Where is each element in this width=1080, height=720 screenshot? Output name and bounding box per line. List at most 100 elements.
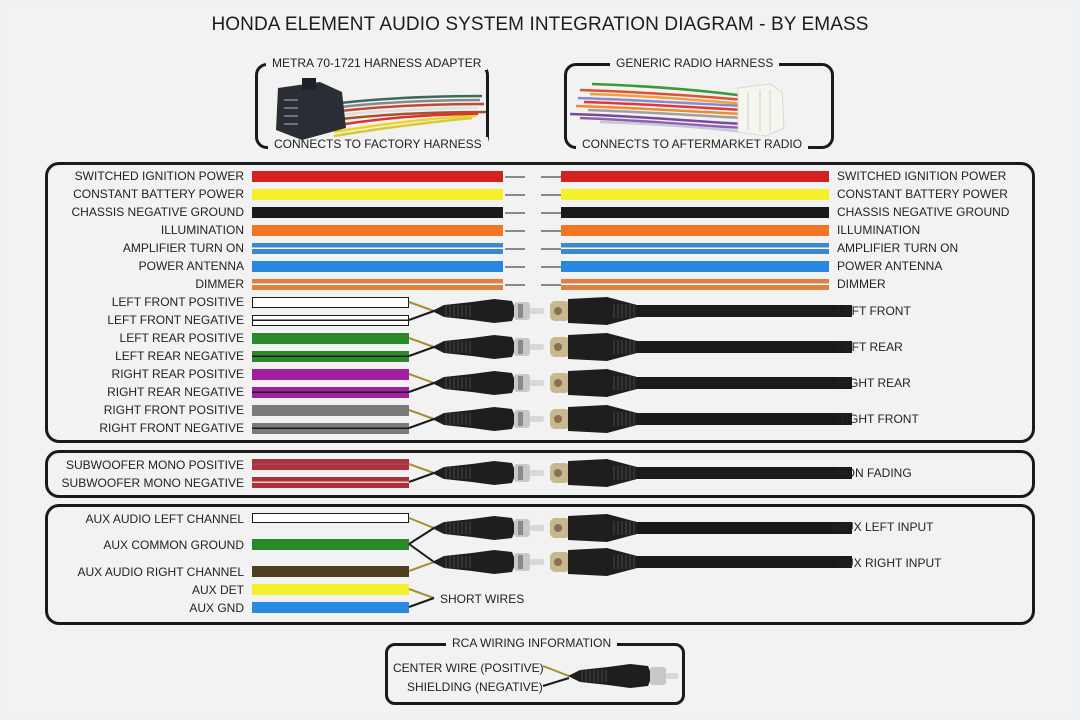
radio-wire-right xyxy=(561,243,829,254)
harness-wire-left xyxy=(252,171,503,182)
rca-plug-icon xyxy=(542,665,570,687)
wire-gap-dash xyxy=(541,194,561,196)
rca-connector-pair xyxy=(432,405,852,433)
wire-label-left: CHASSIS NEGATIVE GROUND xyxy=(71,205,244,219)
subwoofer-positive-label: SUBWOOFER MONO POSITIVE xyxy=(65,458,244,472)
aux-leads xyxy=(408,517,435,608)
wire-label-left: POWER ANTENNA xyxy=(138,259,244,273)
wire-label-right: ILLUMINATION xyxy=(837,223,921,237)
rca-shielding-label: SHIELDING (NEGATIVE) xyxy=(407,680,543,694)
speaker-positive-wire xyxy=(252,333,409,344)
wire-gap-dash xyxy=(541,248,561,250)
radio-wire-right xyxy=(561,261,829,272)
aux-right-wire xyxy=(252,566,409,577)
wire-gap-dash xyxy=(541,212,561,214)
speaker-output-label: RIGHT REAR xyxy=(837,376,911,390)
aux-right-input-label: AUX RIGHT INPUT xyxy=(837,556,942,570)
radio-wire-right xyxy=(561,171,829,182)
subwoofer-panel xyxy=(45,450,1035,498)
wire-label-right: SWITCHED IGNITION POWER xyxy=(837,169,1007,183)
subwoofer-negative-label: SUBWOOFER MONO NEGATIVE xyxy=(61,476,244,490)
speaker-positive-label: RIGHT REAR POSITIVE xyxy=(111,367,244,381)
generic-harness-title: GENERIC RADIO HARNESS xyxy=(610,56,780,70)
speaker-negative-wire xyxy=(252,315,409,326)
rca-connector-pair xyxy=(432,548,852,576)
subwoofer-negative-wire xyxy=(252,477,409,488)
rca-connector-pair xyxy=(432,514,852,542)
aux-gnd-label: AUX GND xyxy=(189,601,244,615)
speaker-output-label: LEFT FRONT xyxy=(837,304,911,318)
speaker-negative-wire xyxy=(252,423,409,434)
speaker-negative-wire xyxy=(252,351,409,362)
harness-wire-left xyxy=(252,279,503,290)
wire-gap-dash xyxy=(541,266,561,268)
harness-wire-left xyxy=(252,207,503,218)
wire-gap-dash xyxy=(505,176,525,178)
page-title: HONDA ELEMENT AUDIO SYSTEM INTEGRATION D… xyxy=(211,14,869,35)
radio-wire-right xyxy=(561,225,829,236)
harness-wire-left xyxy=(252,261,503,272)
wire-gap-dash xyxy=(505,212,525,214)
wire-label-right: CHASSIS NEGATIVE GROUND xyxy=(837,205,1010,219)
main-wiring-panel xyxy=(45,162,1035,443)
wire-label-right: CONSTANT BATTERY POWER xyxy=(837,187,1008,201)
speaker-negative-label: LEFT FRONT NEGATIVE xyxy=(107,313,244,327)
wire-gap-dash xyxy=(505,194,525,196)
rca-connector-pair xyxy=(432,333,852,361)
wire-label-left: SWITCHED IGNITION POWER xyxy=(74,169,244,183)
aux-gnd-wire xyxy=(252,602,409,613)
subwoofer-positive-wire xyxy=(252,459,409,470)
speaker-negative-label: RIGHT REAR NEGATIVE xyxy=(107,385,244,399)
wire-gap-dash xyxy=(505,284,525,286)
speaker-positive-wire xyxy=(252,369,409,380)
harness-wire-left xyxy=(252,243,503,254)
metra-harness-title: METRA 70-1721 HARNESS ADAPTER xyxy=(266,56,488,70)
rca-leads xyxy=(408,409,435,429)
wire-label-left: AMPLIFIER TURN ON xyxy=(122,241,244,255)
metra-harness-image xyxy=(276,78,487,140)
rca-leads xyxy=(408,301,435,321)
generic-harness-caption: CONNECTS TO AFTERMARKET RADIO xyxy=(576,137,809,151)
speaker-positive-label: LEFT FRONT POSITIVE xyxy=(111,295,244,309)
speaker-output-label: LEFT REAR xyxy=(837,340,903,354)
rca-info-plug xyxy=(568,664,678,688)
wire-gap-dash xyxy=(541,176,561,178)
radio-wire-right xyxy=(561,207,829,218)
aux-right-channel-label: AUX AUDIO RIGHT CHANNEL xyxy=(77,565,244,579)
speaker-negative-label: LEFT REAR NEGATIVE xyxy=(115,349,244,363)
wire-label-left: CONSTANT BATTERY POWER xyxy=(73,187,244,201)
subwoofer-output-label: NON FADING xyxy=(837,466,912,480)
wire-gap-dash xyxy=(505,266,525,268)
aux-ground-wire xyxy=(252,539,409,550)
harness-wire-left xyxy=(252,225,503,236)
wire-gap-dash xyxy=(541,230,561,232)
wire-label-right: POWER ANTENNA xyxy=(837,259,943,273)
aux-det-label: AUX DET xyxy=(191,583,244,597)
aux-left-input-label: AUX LEFT INPUT xyxy=(837,520,934,534)
aux-left-wire xyxy=(252,513,409,523)
rca-leads xyxy=(408,463,435,483)
radio-wire-right xyxy=(561,189,829,200)
speaker-positive-label: LEFT REAR POSITIVE xyxy=(119,331,244,345)
short-wires-label: SHORT WIRES xyxy=(440,592,525,606)
speaker-negative-label: RIGHT FRONT NEGATIVE xyxy=(99,421,244,435)
wire-gap-dash xyxy=(505,248,525,250)
rca-leads xyxy=(408,373,435,393)
speaker-negative-wire xyxy=(252,387,409,398)
aux-left-channel-label: AUX AUDIO LEFT CHANNEL xyxy=(85,512,244,526)
wire-label-right: DIMMER xyxy=(837,277,886,291)
speaker-positive-wire xyxy=(252,405,409,416)
rca-connector-pair xyxy=(432,369,852,397)
radio-wire-right xyxy=(561,279,829,290)
aux-panel xyxy=(45,504,1035,625)
aux-det-wire xyxy=(252,584,409,595)
wire-gap-dash xyxy=(505,230,525,232)
rca-connector-pair xyxy=(432,297,852,325)
wire-label-left: ILLUMINATION xyxy=(160,223,244,237)
rca-connector-pair xyxy=(432,459,852,487)
rca-leads xyxy=(408,337,435,357)
metra-harness-caption: CONNECTS TO FACTORY HARNESS xyxy=(268,137,488,151)
harness-wire-left xyxy=(252,189,503,200)
speaker-positive-label: RIGHT FRONT POSITIVE xyxy=(103,403,244,417)
wire-label-right: AMPLIFIER TURN ON xyxy=(837,241,959,255)
